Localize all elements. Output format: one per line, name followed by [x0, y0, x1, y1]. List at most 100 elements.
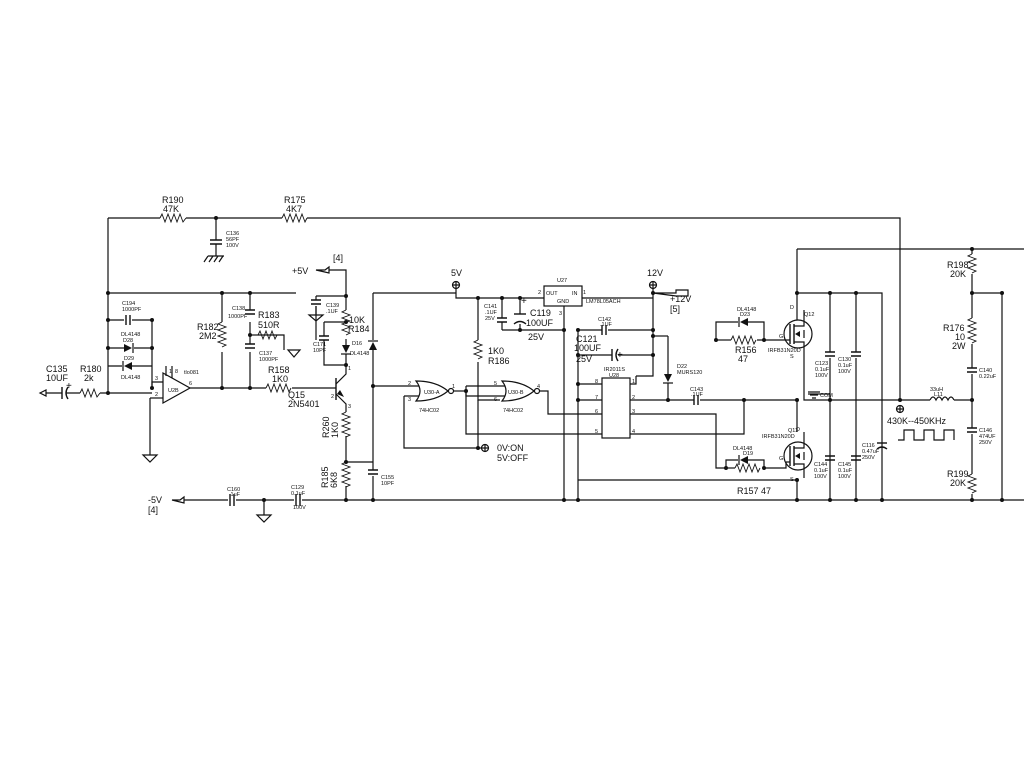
- r158-label: R158: [268, 365, 290, 375]
- c141-value2: 25V: [485, 316, 495, 322]
- diode-d28: DL4148 D28: [121, 332, 140, 353]
- c121-label: C121: [576, 334, 598, 344]
- diode-d16: D16 DL4148: [341, 341, 369, 365]
- resistor-r190: R190 47K: [159, 195, 187, 224]
- c123-value2: 100V: [815, 373, 828, 379]
- r199-label: R199: [947, 469, 969, 479]
- r180-label: R180: [80, 364, 102, 374]
- plus12v-ref: [5]: [670, 304, 680, 314]
- c130-label: C130: [838, 357, 851, 363]
- u30b-pin5: 5: [494, 381, 497, 387]
- capacitor-c138: C138 1000PF: [228, 306, 255, 320]
- gate-network-q12: DL4148 D23 R156 47: [715, 307, 786, 364]
- u27-part: LM78L05ACH: [586, 299, 621, 305]
- q15-pin1: 1: [348, 366, 351, 372]
- u30a-label: U30-A: [424, 390, 440, 396]
- r186-value: 1K0: [488, 346, 504, 356]
- node-12v: 12V +12V [5] C142 .1UF + C121 100UF 25V …: [574, 268, 702, 500]
- r176-value2: 2W: [952, 341, 966, 351]
- output-network: [970, 249, 1004, 500]
- u30b-pin4: 4: [537, 384, 540, 390]
- c123-label: C123: [815, 361, 828, 367]
- plus12v-label: +12V: [670, 294, 691, 304]
- plus5v-label: +5V: [292, 266, 308, 276]
- c143-value: .1UF: [691, 392, 704, 398]
- c129-value2: 100V: [293, 505, 306, 511]
- c142-value: .1UF: [600, 322, 613, 328]
- u30a-pin3: 3: [408, 397, 411, 403]
- u28-pin4: 4: [632, 429, 635, 435]
- q15-pin3: 3: [348, 404, 351, 410]
- d22-label: D22: [677, 364, 687, 370]
- minus5v-label: -5V: [148, 495, 162, 505]
- bridge-rails: [744, 248, 1024, 500]
- r176-label: R176: [943, 323, 965, 333]
- capacitor-c145: C145 0.1uF 100V: [838, 455, 861, 480]
- driver-u28: IR2011S U28 8 7 6 5 1 2 3 4 C143 .1UF: [578, 367, 797, 481]
- c116-label: C116: [862, 443, 875, 449]
- u28-label: U28: [609, 373, 619, 379]
- r260-label: R260: [321, 416, 331, 438]
- d23-text: DL4148: [737, 307, 756, 313]
- r185-value: 6K8: [329, 472, 339, 488]
- r158-value: 1K0: [272, 374, 288, 384]
- minus5v-rail: -5V [4] C160 .1uF C129 0.1uF 100V: [148, 485, 1024, 523]
- q11-s: S: [790, 477, 794, 483]
- c140-label: C140: [979, 368, 992, 374]
- r198-value: 20K: [950, 269, 966, 279]
- d28-label: D28: [123, 338, 133, 344]
- c138-value: 1000PF: [228, 314, 248, 320]
- q15-value: 2N5401: [288, 399, 320, 409]
- u2b-pin2: 2: [155, 392, 158, 398]
- q11-g: G: [779, 456, 783, 462]
- capacitor-c194: C194 1000PF: [122, 301, 142, 325]
- d19-text: DL4148: [733, 446, 752, 452]
- u27-label: U27: [557, 278, 567, 284]
- c121-value2: 25V: [576, 354, 592, 364]
- c135-label: C135: [46, 364, 68, 374]
- capacitor-c119: + C119 100UF 25V: [502, 296, 564, 342]
- c194-label: C194: [122, 301, 135, 307]
- mosfet-q11: Q11 IRFB31N20D D S G: [762, 427, 813, 483]
- r156-value: 47: [738, 354, 748, 364]
- c137-value: 1000PF: [259, 357, 279, 363]
- c137-label: C137: [259, 351, 272, 357]
- capacitor-c123: C123 0.1uF 100V: [815, 351, 835, 379]
- d29-text: DL4148: [121, 375, 140, 381]
- gate-u30b: 5 6 4 U30-B 74HC02: [465, 380, 596, 435]
- c146-label: C146: [979, 428, 992, 434]
- gate-network-q11: DL4148 D19 R157 47: [725, 446, 787, 496]
- d28-text: DL4148: [121, 332, 140, 338]
- q11-part: IRFB31N20D: [762, 434, 795, 440]
- opamp-u2b: 3 2 1 8 6 U2B tlo081: [141, 366, 199, 463]
- c119-value1: 100UF: [526, 318, 554, 328]
- c121-plus: +: [617, 350, 623, 361]
- frequency-label: 430K--450KHz: [887, 416, 947, 426]
- c143-label: C143: [690, 387, 703, 393]
- q12-d: D: [790, 305, 794, 311]
- resistor-r260: R260 1K0: [321, 411, 352, 462]
- d16-text: DL4148: [350, 351, 369, 357]
- q15-pin2: 2: [331, 394, 334, 400]
- node-12v-label: 12V: [647, 268, 663, 278]
- q12-g: G: [779, 334, 783, 340]
- resistor-r182: R182 2M2: [197, 321, 228, 348]
- u27-pin2: 2: [538, 290, 541, 296]
- u28-pin3: 3: [632, 409, 635, 415]
- q11-label: Q11: [788, 428, 798, 434]
- c145-label: C145: [838, 462, 851, 468]
- plus5v-ref: [4]: [333, 253, 343, 263]
- u2b-pin1: 1: [169, 369, 172, 375]
- c155-label: C155: [381, 475, 394, 481]
- r175-label: R175: [284, 195, 306, 205]
- c144-value1: 0.1uF: [814, 468, 829, 474]
- c119-value2: 25V: [528, 332, 544, 342]
- c130-value2: 100V: [838, 369, 851, 375]
- node-5v: 5V: [451, 268, 540, 401]
- r199-value: 20K: [950, 478, 966, 488]
- enable-on-label: 0V:ON: [497, 443, 524, 453]
- c145-value2: 100V: [838, 474, 851, 480]
- c121-value1: 100UF: [574, 343, 602, 353]
- resistor-r186: 1K0 R186: [472, 339, 510, 366]
- u27-out: OUT: [546, 291, 558, 297]
